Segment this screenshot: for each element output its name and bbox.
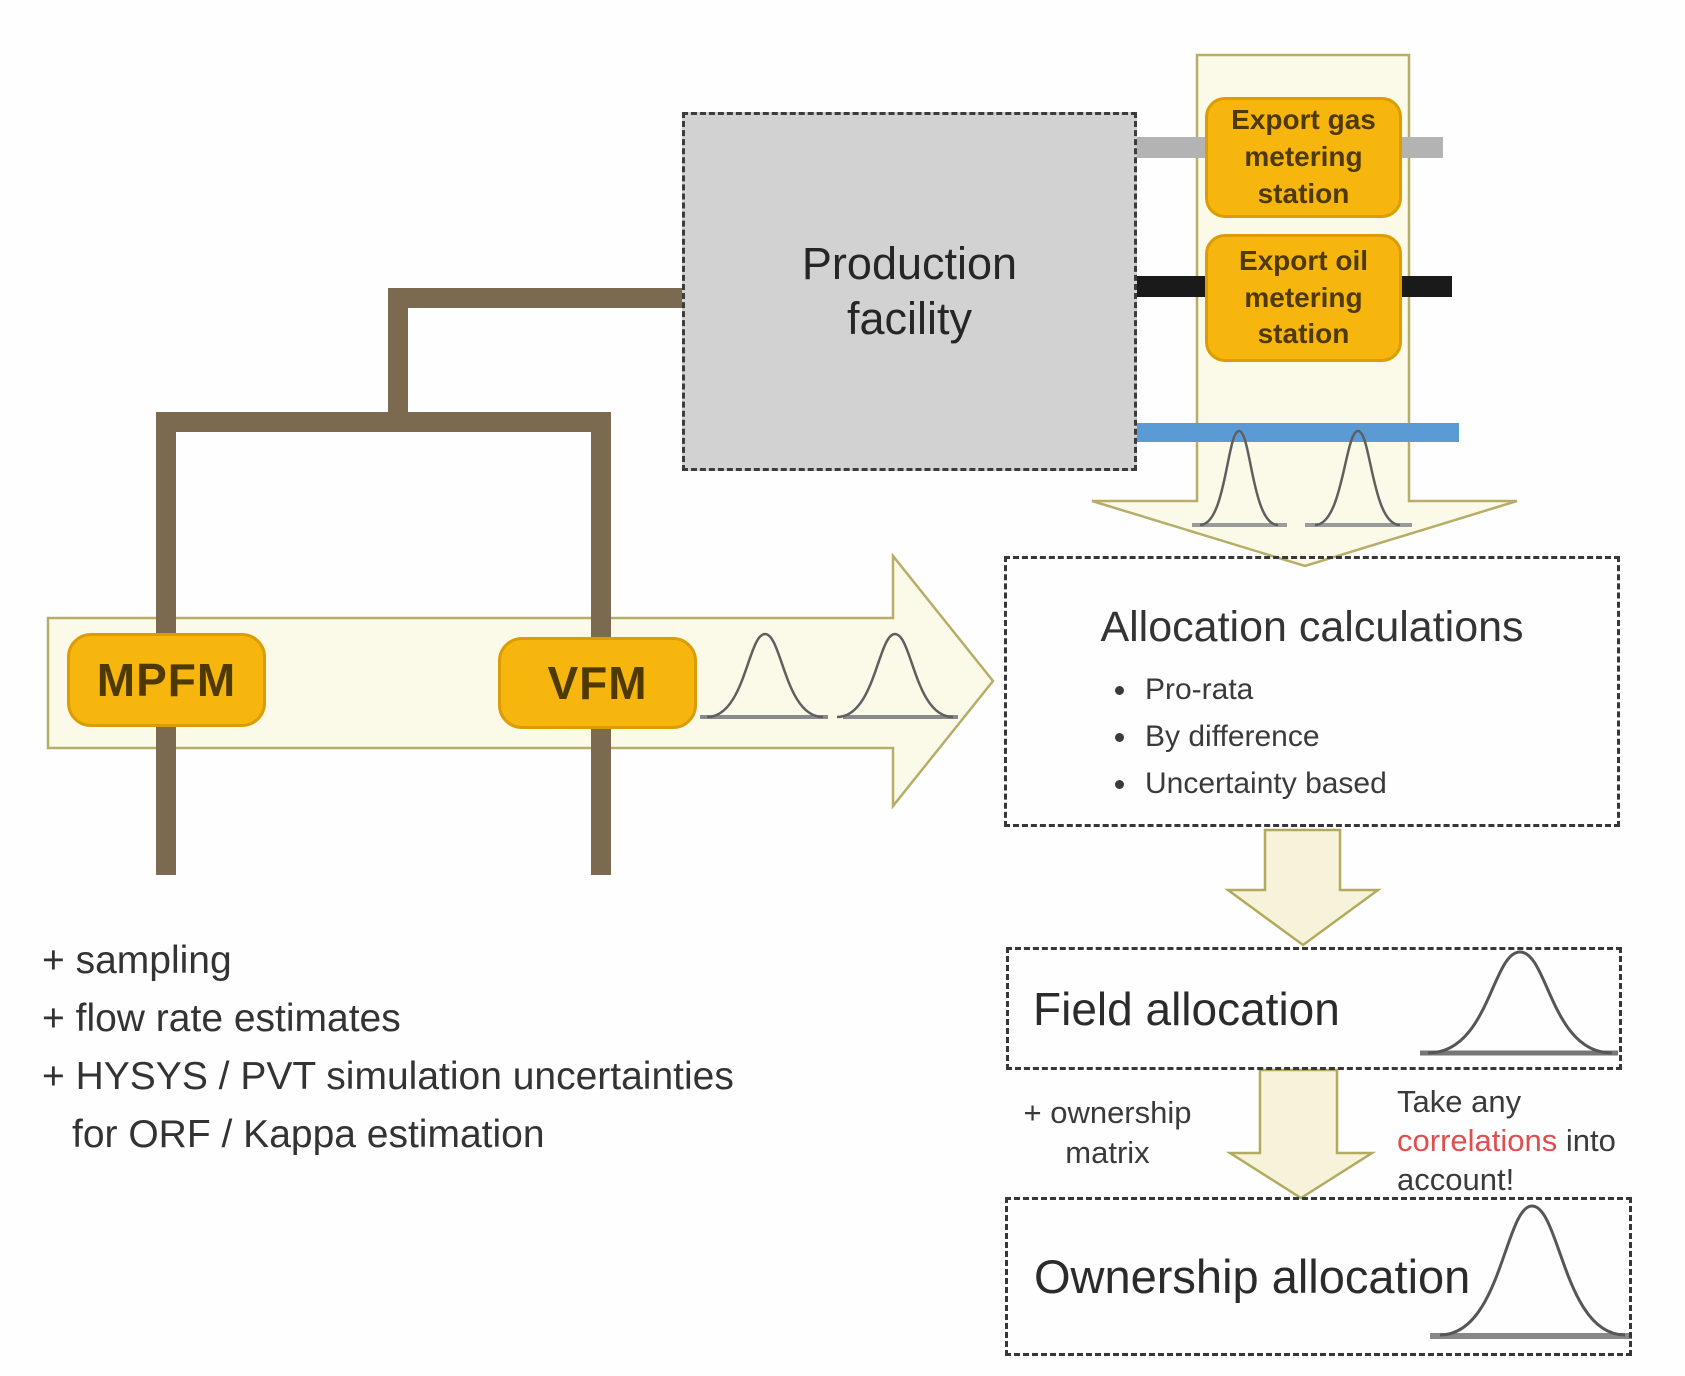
ownership-allocation-box: Ownership allocation: [1005, 1197, 1632, 1356]
allocation-method-by-difference: By difference: [1139, 713, 1617, 760]
correlations-note-line2: correlations into: [1397, 1121, 1616, 1160]
bell-curve-icon: [1314, 429, 1401, 527]
down-arrow-allocation-to-field: [1224, 828, 1382, 947]
correlations-highlight: correlations: [1397, 1123, 1558, 1158]
down-arrow-field-to-ownership: [1225, 1068, 1377, 1200]
note-sampling: + sampling: [42, 939, 232, 982]
mpfm-box: MPFM: [67, 633, 266, 727]
uncertainty-inputs-note: + sampling + flow rate estimates + HYSYS…: [42, 932, 734, 1164]
bell-curve-icon: [706, 632, 824, 719]
note-orf-kappa: for ORF / Kappa estimation: [72, 1113, 545, 1156]
ownership-matrix-line1: + ownership: [1023, 1095, 1192, 1130]
allocation-calculations-title: Allocation calculations: [1100, 603, 1524, 651]
allocation-method-uncertainty-based: Uncertainty based: [1139, 760, 1617, 807]
pipeline-to-facility: [388, 288, 683, 432]
export-oil-metering-station-box: Export oil metering station: [1205, 234, 1402, 362]
export-gas-metering-station-label: Export gas metering station: [1231, 104, 1376, 209]
mpfm-label: MPFM: [96, 654, 237, 706]
export-oil-metering-station-label: Export oil metering station: [1238, 244, 1369, 350]
note-hysys-pvt: + HYSYS / PVT simulation uncertainties: [42, 1055, 734, 1098]
bell-curve-icon: [836, 632, 954, 719]
export-gas-metering-station-box: Export gas metering station: [1205, 97, 1402, 218]
water-line: [1137, 423, 1459, 442]
ownership-allocation-label: Ownership allocation: [1034, 1250, 1471, 1303]
correlations-note: Take any correlations into account!: [1397, 1082, 1616, 1199]
field-allocation-box: Field allocation: [1006, 947, 1622, 1070]
note-flow-rate-estimates: + flow rate estimates: [42, 997, 401, 1040]
correlations-note-line3: account!: [1397, 1162, 1515, 1197]
production-facility-label: Production facility: [801, 237, 1018, 344]
ownership-matrix-line2: matrix: [1065, 1135, 1150, 1170]
allocation-calculations-box: Allocation calculations Pro-rata By diff…: [1004, 556, 1620, 827]
allocation-methods-list: Pro-rata By difference Uncertainty based: [1007, 666, 1617, 807]
production-facility-box: Production facility: [682, 112, 1137, 471]
correlations-note-line1: Take any: [1397, 1084, 1522, 1119]
vfm-label: VFM: [547, 657, 648, 709]
vfm-box: VFM: [498, 637, 697, 729]
bell-curve-icon: [1199, 429, 1279, 527]
bell-curve-icon: [1427, 950, 1613, 1055]
bell-curve-icon: [1439, 1204, 1626, 1337]
field-allocation-label: Field allocation: [1033, 982, 1340, 1035]
ownership-matrix-note: + ownership matrix: [1000, 1093, 1215, 1173]
allocation-method-pro-rata: Pro-rata: [1139, 666, 1617, 713]
correlations-note-line2-rest: into: [1565, 1123, 1616, 1158]
